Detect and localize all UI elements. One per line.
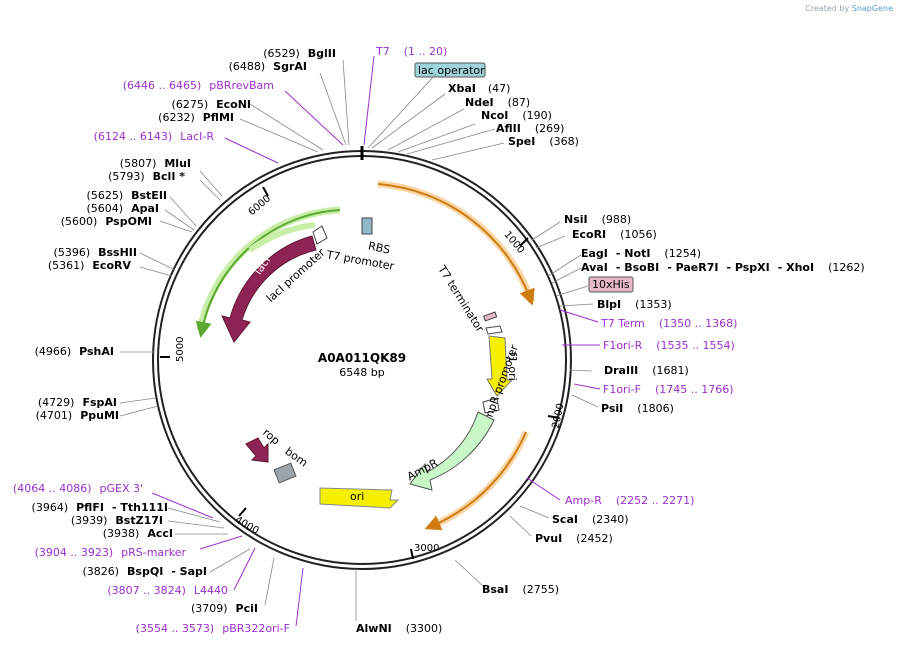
primer-t7[interactable]: T7(1 .. 20): [375, 45, 447, 58]
site-bcli[interactable]: (5793)BclI *: [108, 170, 185, 183]
site-sgrai[interactable]: (6488)SgrAI: [229, 60, 307, 73]
site-psii[interactable]: PsiI(1806): [601, 402, 674, 415]
feature-label-rbs: RBS: [367, 239, 391, 256]
feature-rbs-box[interactable]: [361, 217, 373, 235]
credit-prefix: Created by: [805, 4, 850, 13]
site-alwni[interactable]: AlwNI(3300): [356, 622, 442, 635]
site-ncoi[interactable]: NcoI(190): [481, 109, 552, 122]
scale-ticks: [160, 186, 560, 560]
site-blpi[interactable]: BlpI(1353): [597, 298, 672, 311]
leader-lines: [119, 59, 599, 621]
primer-f1ori-f[interactable]: F1ori-F(1745 .. 1766): [603, 383, 734, 396]
plasmid-size: 6548 bp: [339, 366, 384, 379]
feature-laci-promoter[interactable]: [312, 225, 328, 245]
primer-pbrrevbam[interactable]: (6446 .. 6465)pBRrevBam: [123, 79, 274, 92]
site-bsshii[interactable]: (5396)BssHII: [54, 246, 137, 259]
lac-operator-box[interactable]: [414, 62, 486, 78]
site-spei[interactable]: SpeI(368): [508, 135, 579, 148]
site-ecorv[interactable]: (5361)EcoRV: [48, 259, 132, 272]
feature-ampr[interactable]: [409, 411, 495, 491]
feature-green-arc-inner[interactable]: [248, 222, 316, 253]
site-mlui[interactable]: (5807)MluI: [120, 157, 191, 170]
site-econi[interactable]: (6275)EcoNI: [172, 98, 251, 111]
site-pcii[interactable]: (3709)PciI: [191, 602, 258, 615]
feature-laci[interactable]: [221, 235, 317, 343]
primer-pgex3[interactable]: (4064 .. 4086)pGEX 3': [13, 482, 143, 495]
feature-label-f1-ori: f1 ori: [506, 352, 519, 381]
site-bspqi-sapi[interactable]: (3826)BspQI- SapI: [82, 565, 207, 578]
site-pvui[interactable]: PvuI(2452): [535, 532, 613, 545]
lac-operator-label: lac operator: [418, 64, 485, 77]
site-fspai[interactable]: (4729)FspAI: [38, 396, 117, 409]
site-bsai[interactable]: BsaI(2755): [482, 583, 559, 596]
primer-f1ori-r[interactable]: F1ori-R(1535 .. 1554): [603, 339, 735, 352]
primer-laci-r[interactable]: (6124 .. 6143)LacI-R: [94, 130, 215, 143]
site-pflfi-tth111i[interactable]: (3964)PflFI- Tth111I: [32, 501, 168, 514]
primer-amp-r[interactable]: Amp-R(2252 .. 2271): [565, 494, 694, 507]
feature-f1-ori[interactable]: [486, 335, 514, 397]
site-pspomi[interactable]: (5600)PspOMI: [61, 215, 152, 228]
site-nsii[interactable]: NsiI(988): [564, 213, 631, 226]
feature-small-arrow-a[interactable]: [485, 325, 503, 335]
site-bglii[interactable]: (6529)BglII: [263, 47, 336, 60]
feature-ampr-promoter[interactable]: [482, 397, 500, 414]
site-pshai[interactable]: (4966)PshAI: [35, 345, 114, 358]
feature-orange-arc-bottom[interactable]: [428, 430, 530, 531]
tick-3000: 3000: [414, 543, 439, 554]
site-aflii[interactable]: AflII(269): [496, 122, 564, 135]
primer-prs-marker[interactable]: (3904 .. 3923)pRS-marker: [35, 546, 187, 559]
primer-t7-term[interactable]: T7 Term(1350 .. 1368): [600, 317, 737, 330]
his-tag-label: 10xHis: [592, 278, 630, 291]
tick-6000: 6000: [247, 193, 274, 218]
tick-5000: 5000: [175, 337, 186, 362]
feature-rop[interactable]: [245, 437, 269, 463]
site-xbai[interactable]: XbaI(47): [448, 82, 510, 95]
site-bstz17i[interactable]: (3939)BstZ17I: [71, 514, 163, 527]
site-ppumi[interactable]: (4701)PpuMI: [36, 409, 119, 422]
primer-leaders: [151, 55, 601, 627]
his-tag-box[interactable]: [588, 276, 634, 293]
site-ecori[interactable]: EcoRI(1056): [572, 228, 657, 241]
site-ndei[interactable]: NdeI(87): [465, 96, 530, 109]
site-draiii[interactable]: DraIII(1681): [604, 364, 689, 377]
site-scai[interactable]: ScaI(2340): [552, 513, 629, 526]
feature-label-t7-terminator: T7 terminator: [435, 262, 487, 334]
site-apai[interactable]: (5604)ApaI: [87, 202, 159, 215]
site-acci[interactable]: (3938)AccI: [103, 527, 173, 540]
credit-brand: SnapGene: [851, 4, 893, 13]
primer-pbr322ori-f[interactable]: (3554 .. 3573)pBR322ori-F: [136, 622, 290, 635]
feature-ori[interactable]: [319, 487, 400, 509]
feature-bom[interactable]: [273, 462, 297, 484]
site-eagi-noti[interactable]: EagI- NotI(1254): [581, 247, 701, 260]
snapgene-credit: Created by SnapGene: [805, 4, 893, 13]
tick-2000: 2000: [551, 402, 567, 429]
feature-label-ori: ori: [350, 490, 364, 503]
feature-t7-terminator[interactable]: [483, 311, 498, 322]
site-pflmi[interactable]: (6232)PflMI: [158, 111, 234, 124]
primer-l4440[interactable]: (3807 .. 3824)L4440: [107, 584, 228, 597]
site-avai-group[interactable]: AvaI- BsoBI- PaeR7I- PspXI- XhoI(1262): [581, 261, 865, 274]
feature-label-rop: rop: [260, 426, 282, 448]
site-bsteii[interactable]: (5625)BstEII: [87, 189, 167, 202]
plasmid-name: A0A011QK89: [318, 351, 406, 365]
